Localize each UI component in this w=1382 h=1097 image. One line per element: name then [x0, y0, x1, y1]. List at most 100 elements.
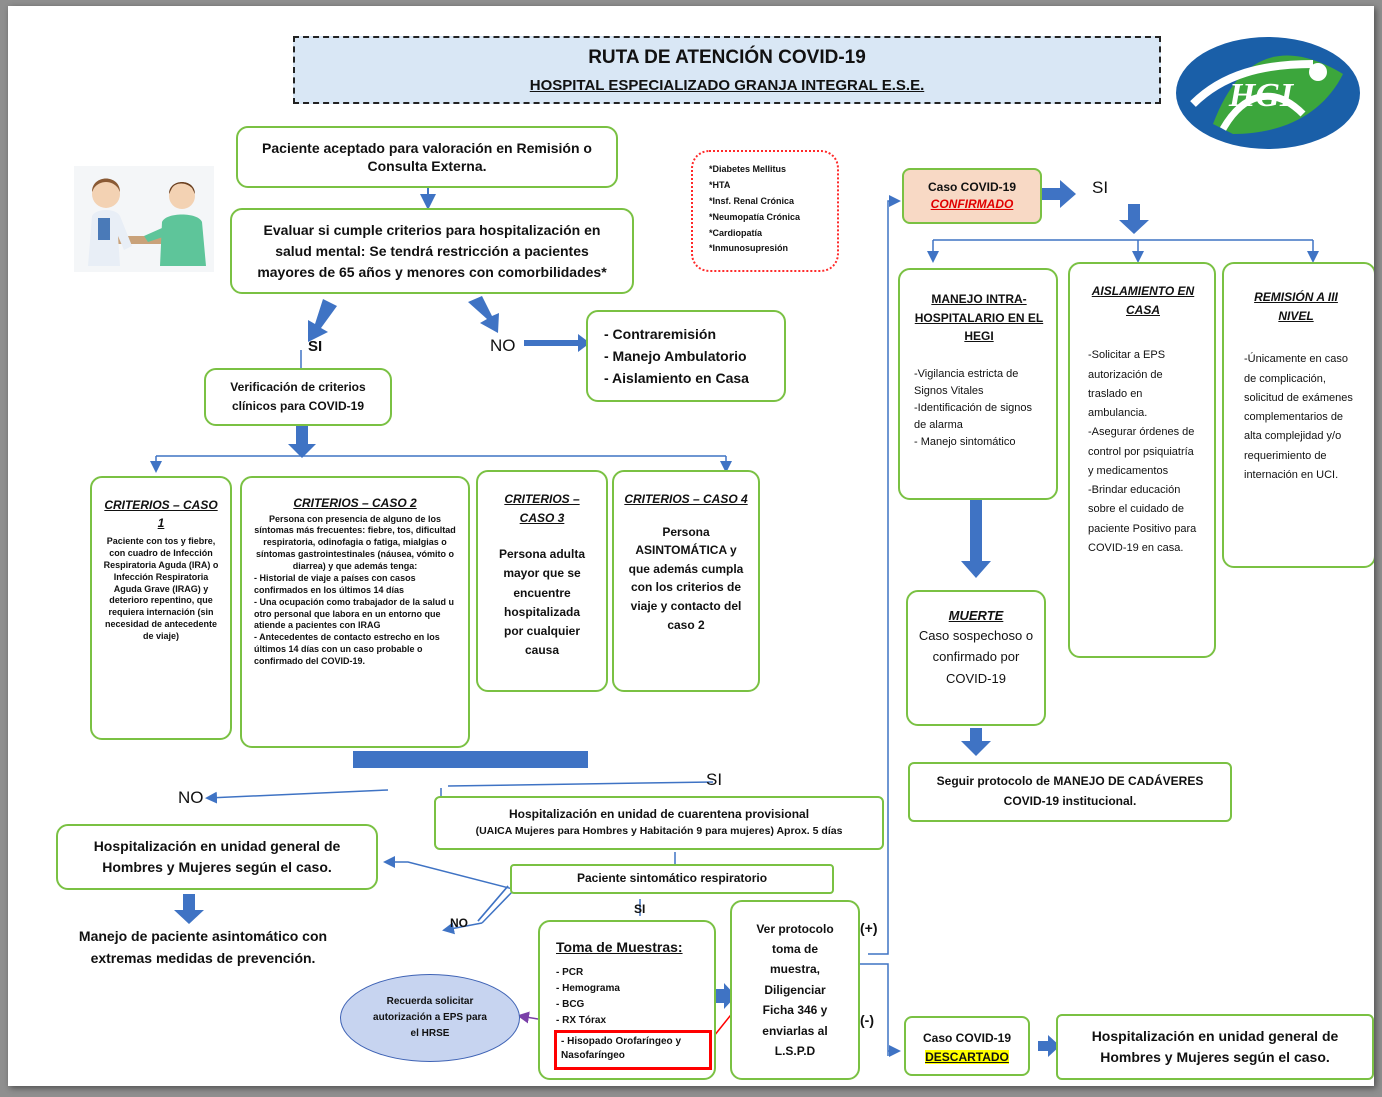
evaluate-node: Evaluar si cumple criterios para hospita… [230, 208, 634, 294]
confirmed-line-2: CONFIRMADO [930, 197, 1014, 211]
comorbidity-3: *Insf. Renal Crónica [709, 195, 795, 206]
consultation-illustration [74, 166, 214, 272]
criteria-case-2-points: - Historial de viaje a países con casos … [254, 573, 456, 668]
arrow-eval-no [468, 296, 499, 333]
aislamiento-item-2: -Asegurar órdenes de control por psiquia… [1088, 426, 1195, 477]
comorbidity-5: *Cardiopatía [709, 227, 763, 238]
comorbidity-1: *Diabetes Mellitus [709, 164, 787, 174]
manejo-item-2: -Identificación de signos de alarma [914, 401, 1033, 431]
label-no-criteria: NO [178, 788, 204, 807]
label-positive: (+) [860, 920, 878, 936]
criteria-case-2-point-2: - Una ocupación como trabajador de la sa… [254, 596, 455, 631]
comorbidity-2: *HTA [709, 179, 731, 190]
manejo-item-1: -Vigilancia estricta de Signos Vitales [914, 367, 1019, 397]
manejo-node: MANEJO INTRA-HOSPITALARIO EN EL HEGI -Vi… [898, 268, 1058, 500]
criteria-case-2-point-1: - Historial de viaje a países con casos … [254, 572, 416, 595]
sample-highlight-swab: - Hisopado Orofaríngeo y Nasofaríngeo [554, 1030, 712, 1070]
label-no-eval: NO [490, 336, 516, 355]
arrow-muerte-down [961, 728, 991, 756]
general-ward-node: Hospitalización en unidad general de Hom… [56, 824, 378, 890]
criteria-case-1-body: Paciente con tos y fiebre, con cuadro de… [103, 536, 219, 641]
svg-text:HGI: HGI [1228, 77, 1295, 114]
arrow-confirmed-right [1042, 180, 1076, 208]
manejo-item-3: - Manejo sintomático [914, 435, 1016, 448]
quarantine-node: Hospitalización en unidad de cuarentena … [434, 796, 884, 850]
reminder-text: Recuerda solicitar autorización a EPS pa… [373, 996, 487, 1039]
start-text: Paciente aceptado para valoración en Rem… [262, 139, 592, 174]
remision-node: REMISIÓN A III NIVEL -Únicamente en caso… [1222, 262, 1374, 568]
label-si-eval: SI [308, 338, 323, 355]
arrow-verify-down [288, 426, 316, 458]
confirmed-line-1: Caso COVID-19 [927, 180, 1017, 194]
page-title: RUTA DE ATENCIÓN COVID-19 [588, 47, 866, 68]
sample-item-1: - PCR [556, 967, 584, 979]
label-negative: (-) [860, 1012, 874, 1028]
no-branch-item-2: - Manejo Ambulatorio [604, 347, 747, 364]
general-ward-text: Hospitalización en unidad general de Hom… [93, 838, 341, 875]
criteria-case-3: CRITERIOS – CASO 3 Persona adulta mayor … [476, 470, 608, 692]
discarded-line-2: DESCARTADO [906, 1048, 1028, 1066]
aislamiento-item-3: -Brindar educación sobre el cuidado de p… [1088, 484, 1197, 554]
comorbidity-4: *Neumopatía Crónica [709, 211, 801, 222]
remision-title: REMISIÓN A III NIVEL [1254, 290, 1338, 324]
asymptomatic-text: Manejo de paciente asintomático con extr… [78, 928, 328, 966]
discarded-ward-text: Hospitalización en unidad general de Hom… [1091, 1028, 1339, 1065]
funnel-arrow [242, 751, 588, 786]
arrow-si-down [1119, 204, 1149, 234]
criteria-case-4: CRITERIOS – CASO 4 Persona ASINTOMÁTICA … [612, 470, 760, 692]
sample-item-4: - RX Tórax [556, 1015, 607, 1027]
manejo-title: MANEJO INTRA-HOSPITALARIO EN EL HEGI [914, 292, 1044, 344]
verify-node: Verificación de criterios clínicos para … [204, 368, 392, 426]
confirmed-node: Caso COVID-19 CONFIRMADO [902, 168, 1042, 224]
criteria-case-2-title: CRITERIOS – CASO 2 [293, 496, 417, 510]
criteria-case-4-title: CRITERIOS – CASO 4 [624, 492, 748, 506]
protocol-text: Ver protocolo toma de muestra, Diligenci… [756, 921, 834, 1058]
criteria-case-2: CRITERIOS – CASO 2 Persona con presencia… [240, 476, 470, 748]
aislamiento-item-1: -Solicitar a EPS autorización de traslad… [1088, 349, 1166, 420]
cadaveres-text: Seguir protocolo de MANEJO DE CADÁVERES … [936, 774, 1204, 808]
header-box: RUTA DE ATENCIÓN COVID-19 HOSPITAL ESPEC… [293, 36, 1161, 104]
start-node: Paciente aceptado para valoración en Rem… [236, 126, 618, 188]
criteria-case-3-body: Persona adulta mayor que se encuentre ho… [498, 547, 586, 658]
muerte-node: MUERTE Caso sospechoso o confirmado por … [906, 590, 1046, 726]
label-si-confirmed: SI [1092, 178, 1109, 197]
aislamiento-title: AISLAMIENTO EN CASA [1091, 284, 1195, 318]
no-branch-node: - Contraremisión - Manejo Ambulatorio - … [586, 310, 786, 402]
discarded-line-1: Caso COVID-19 [922, 1031, 1012, 1045]
hospital-name: HOSPITAL ESPECIALIZADO GRANJA INTEGRAL E… [529, 77, 925, 94]
quarantine-line-1: Hospitalización en unidad de cuarentena … [508, 806, 810, 821]
arrow-eval-si [308, 299, 337, 342]
quarantine-line-2: (UAICA Mujeres para Hombres y Habitación… [475, 825, 843, 838]
sample-highlight-text: - Hisopado Orofaríngeo y Nasofaríngeo [561, 1036, 682, 1061]
symptomatic-text: Paciente sintomático respiratorio [576, 871, 768, 886]
evaluate-text: Evaluar si cumple criterios para hospita… [257, 221, 607, 280]
no-branch-item-3: - Aislamiento en Casa [604, 370, 749, 387]
criteria-case-2-body: Persona con presencia de alguno de los s… [254, 513, 456, 572]
hospital-logo: HGI [1173, 34, 1363, 152]
discarded-label: DESCARTADO [925, 1050, 1009, 1064]
comorbidities-box: *Diabetes Mellitus *HTA *Insf. Renal Cró… [691, 150, 839, 272]
label-si-criteria: SI [706, 770, 723, 789]
muerte-title: MUERTE [948, 608, 1004, 623]
samples-title: Toma de Muestras: [556, 939, 683, 955]
arrow-no-right [524, 334, 590, 352]
aislamiento-node: AISLAMIENTO EN CASA -Solicitar a EPS aut… [1068, 262, 1216, 658]
comorbidity-6: *Inmunosupresión [709, 243, 789, 254]
verify-text: Verificación de criterios clínicos para … [230, 380, 366, 413]
criteria-case-1-title: CRITERIOS – CASO 1 [104, 498, 218, 530]
label-no-symptomatic: NO [450, 916, 468, 930]
muerte-text: Caso sospechoso o confirmado por COVID-1… [918, 627, 1034, 686]
no-branch-item-1: - Contraremisión [604, 325, 717, 342]
reminder-oval: Recuerda solicitar autorización a EPS pa… [340, 974, 520, 1062]
remision-text: -Únicamente en caso de complicación, sol… [1244, 353, 1353, 481]
sample-item-3: - BCG [556, 999, 585, 1011]
discarded-node: Caso COVID-19 DESCARTADO [904, 1016, 1030, 1076]
label-si-symptomatic: SI [634, 902, 646, 916]
discarded-ward-node: Hospitalización en unidad general de Hom… [1056, 1014, 1374, 1080]
sample-item-2: - Hemograma [556, 983, 620, 995]
criteria-case-1: CRITERIOS – CASO 1 Paciente con tos y fi… [90, 476, 232, 740]
cadaveres-node: Seguir protocolo de MANEJO DE CADÁVERES … [908, 762, 1232, 822]
flowchart-page: RUTA DE ATENCIÓN COVID-19 HOSPITAL ESPEC… [8, 6, 1374, 1086]
criteria-case-3-title: CRITERIOS – CASO 3 [504, 492, 580, 525]
criteria-case-2-point-3: - Antecedentes de contacto estrecho en l… [254, 632, 440, 667]
